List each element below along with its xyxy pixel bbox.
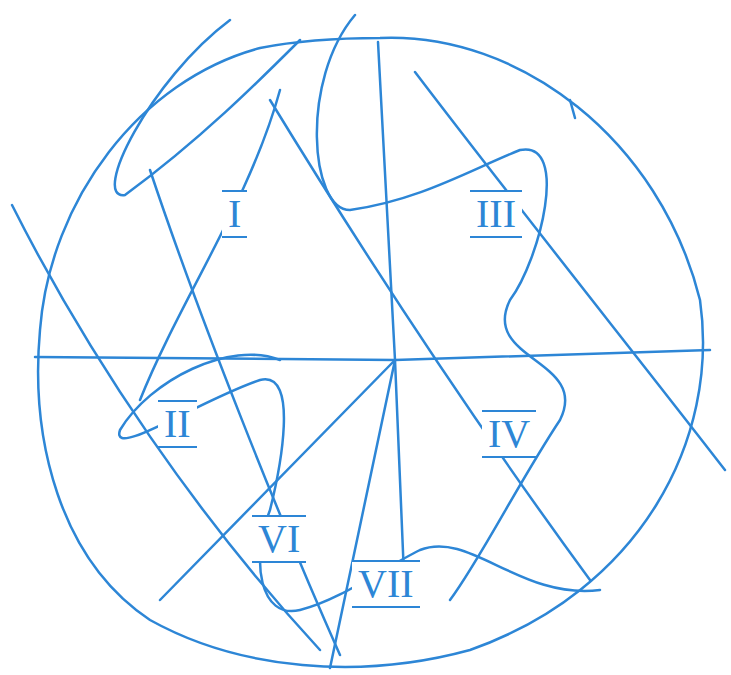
diagonal-line <box>150 170 340 655</box>
pen-mark <box>570 100 575 118</box>
sector-numeral: I <box>222 190 247 238</box>
squiggle <box>317 15 565 600</box>
diagonal-line <box>270 100 590 580</box>
sector-numeral: II <box>158 400 197 448</box>
diagonal-line <box>415 72 725 470</box>
squiggle <box>119 355 600 611</box>
squiggle <box>140 90 280 400</box>
sector-numeral: VI <box>252 515 306 563</box>
radius-line <box>330 360 395 668</box>
horizontal-line <box>35 350 710 360</box>
sector-numeral: III <box>470 190 522 238</box>
sector-numeral: VII <box>352 560 420 608</box>
diagonal-line <box>12 205 320 650</box>
squiggle <box>115 20 300 195</box>
sector-numeral: IV <box>482 410 536 458</box>
